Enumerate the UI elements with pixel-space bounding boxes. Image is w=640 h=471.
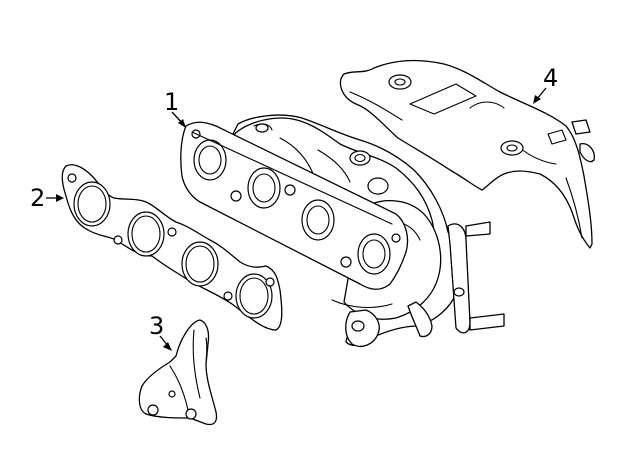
callout-label-4: 4: [543, 64, 558, 92]
callout-3: 3: [149, 312, 172, 351]
gasket-part-2: [61, 164, 283, 331]
callout-1: 1: [164, 88, 186, 128]
callout-label-1: 1: [164, 88, 179, 116]
callout-label-3: 3: [149, 312, 164, 340]
callout-label-2: 2: [30, 184, 45, 212]
exhaust-manifold-part-1: [180, 114, 505, 348]
heat-shield-part-4: [339, 59, 595, 249]
callout-2: 2: [30, 184, 64, 212]
bracket-part-3: [138, 319, 218, 426]
callout-4: 4: [533, 64, 558, 104]
